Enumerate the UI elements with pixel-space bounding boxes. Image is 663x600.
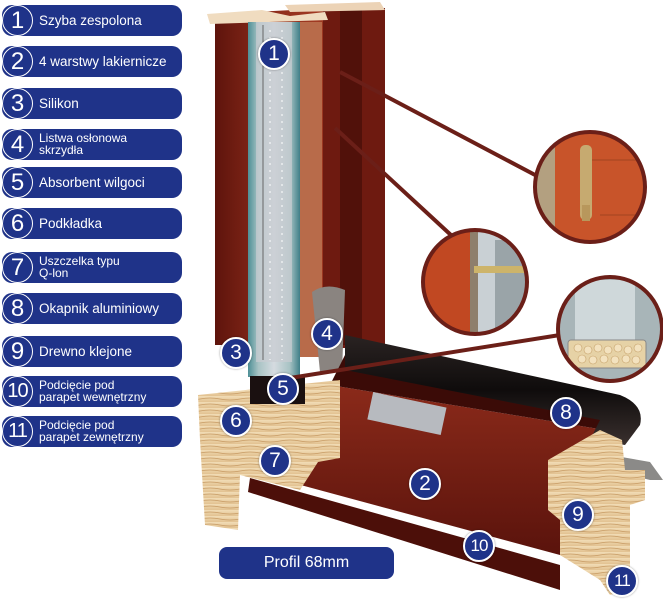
legend-label: Absorbent wilgoci (39, 175, 145, 190)
legend-label-line1: Podcięcie pod (39, 378, 115, 392)
legend-label: 4 warstwy lakiernicze (39, 54, 167, 69)
badge-10: 10 (463, 530, 495, 562)
legend-number: 8 (2, 293, 33, 324)
badge-6: 6 (220, 405, 252, 437)
hardware (367, 392, 447, 436)
legend-item-11: 11 Podcięcie pod parapet zewnętrzny (2, 416, 182, 447)
legend-number: 10 (2, 376, 33, 407)
legend-number: 3 (2, 88, 33, 119)
legend-item-8: 8 Okapnik aluminiowy (2, 293, 182, 324)
badge-8: 8 (550, 397, 582, 429)
profile-label: Profil 68mm (219, 547, 394, 579)
legend-item-1: 1 Szyba zespolona (2, 5, 182, 36)
legend-label: Podkładka (39, 216, 103, 231)
legend-number: 7 (2, 252, 33, 283)
legend-number: 4 (2, 129, 33, 160)
aluminium-drip (345, 335, 641, 445)
legend-label: Podcięcie pod parapet zewnętrzny (39, 419, 144, 443)
legend-number: 6 (2, 208, 33, 239)
legend-number: 1 (2, 5, 33, 36)
legend-number: 5 (2, 167, 33, 198)
legend-label: Uszczelka typu Q-lon (39, 255, 120, 279)
badge-4: 4 (311, 318, 343, 350)
detail-circle-rod (421, 228, 529, 336)
legend-label-line1: Podcięcie pod (39, 418, 115, 432)
badge-11: 11 (606, 565, 638, 597)
pine-section-right (548, 430, 645, 595)
legend-label: Podcięcie pod parapet wewnętrzny (39, 379, 146, 403)
glass-unit (248, 22, 322, 377)
legend-label-line1: Listwa osłonowa (39, 131, 128, 145)
legend-item-2: 2 4 warstwy lakiernicze (2, 46, 182, 77)
detail-circle-desiccant (556, 275, 663, 383)
legend-item-5: 5 Absorbent wilgoci (2, 167, 182, 198)
legend-label-line1: Uszczelka typu (39, 254, 120, 268)
legend-item-3: 3 Silikon (2, 88, 182, 119)
legend-item-6: 6 Podkładka (2, 208, 182, 239)
callout-lines (289, 70, 561, 380)
legend-label: Listwa osłonowa skrzydła (39, 132, 127, 156)
badge-1: 1 (258, 38, 290, 70)
detail-circle-hinge (533, 130, 647, 244)
legend-label-line2: Q-lon (39, 266, 69, 280)
badge-7: 7 (259, 445, 291, 477)
legend-label: Silikon (39, 96, 79, 111)
legend-item-4: 4 Listwa osłonowa skrzydła (2, 129, 182, 160)
legend-item-9: 9 Drewno klejone (2, 336, 182, 367)
legend-label-line2: skrzydła (39, 143, 84, 157)
legend-label: Okapnik aluminiowy (39, 301, 160, 316)
legend-label-line2: parapet zewnętrzny (39, 430, 144, 444)
legend-number: 9 (2, 336, 33, 367)
badge-5: 5 (267, 373, 299, 405)
badge-2: 2 (409, 468, 441, 500)
legend-item-10: 10 Podcięcie pod parapet wewnętrzny (2, 376, 182, 407)
legend-label-line2: parapet wewnętrzny (39, 390, 147, 404)
legend-label: Drewno klejone (39, 344, 133, 359)
badge-3: 3 (220, 337, 252, 369)
legend-item-7: 7 Uszczelka typu Q-lon (2, 252, 182, 283)
legend-number: 2 (2, 46, 33, 77)
legend-label: Szyba zespolona (39, 13, 142, 28)
legend-number: 11 (2, 416, 33, 447)
badge-9: 9 (562, 499, 594, 531)
